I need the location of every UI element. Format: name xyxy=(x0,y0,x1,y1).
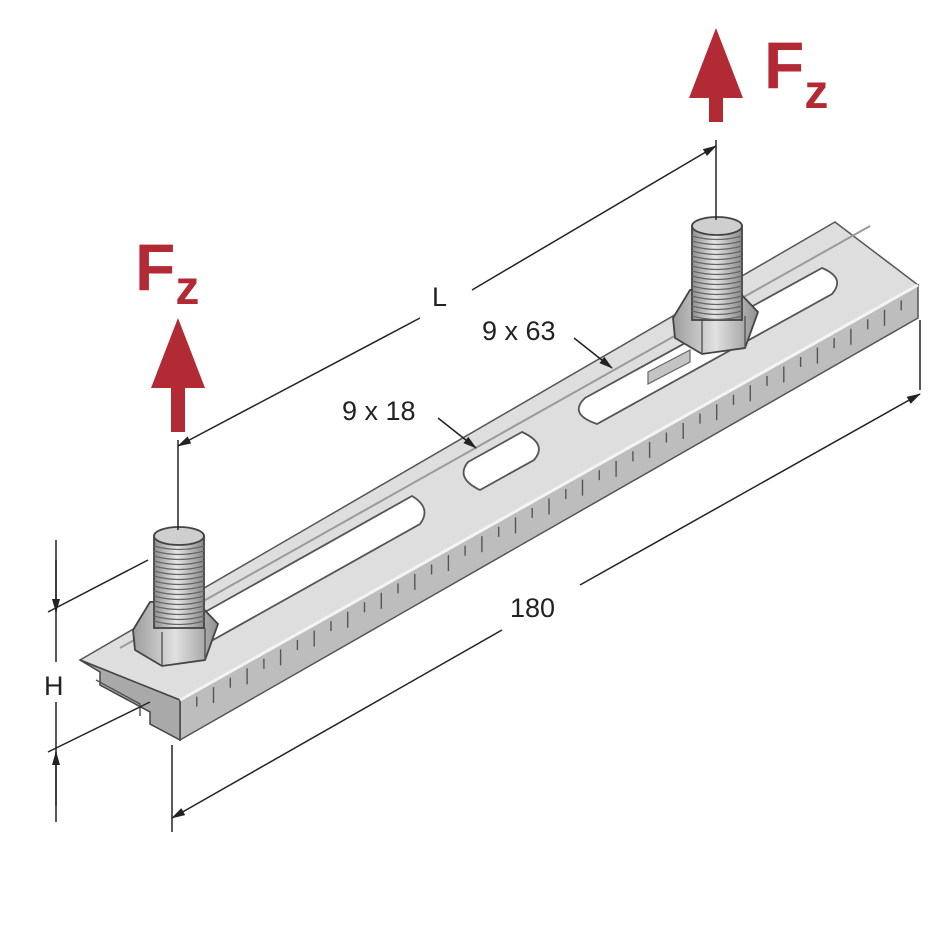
dim-line-180-right xyxy=(579,393,921,586)
bolt-thread xyxy=(691,265,743,271)
arrow-up-icon xyxy=(151,318,205,432)
bolt-thread xyxy=(153,570,205,576)
bolt-thread xyxy=(691,270,743,276)
bolt-thread xyxy=(691,290,743,296)
rail-channel-profile xyxy=(79,659,181,742)
bolt-thread xyxy=(691,235,743,241)
bolt-thread xyxy=(691,310,743,316)
rail-tick-marks xyxy=(196,300,902,707)
leader-slot-long xyxy=(573,337,613,369)
dim-label-slot-long: 9 x 63 xyxy=(482,316,556,346)
bolt-thread xyxy=(153,545,205,551)
bolt-thread xyxy=(153,550,205,556)
force-subscript-right: z xyxy=(804,66,828,119)
force-label-left: Fz xyxy=(135,230,199,315)
bolt-thread xyxy=(153,605,205,611)
dim-line-l-left xyxy=(177,317,421,447)
force-label-right: Fz xyxy=(764,28,828,119)
bolt-thread xyxy=(691,305,743,311)
bolt-thread xyxy=(153,600,205,606)
force-symbol-right: F xyxy=(764,28,804,102)
bolt-thread xyxy=(153,555,205,561)
bolt-thread xyxy=(153,590,205,596)
force-arrow-right: Fz xyxy=(689,28,828,122)
bolt-thread xyxy=(153,585,205,591)
bolt-thread xyxy=(153,595,205,601)
dim-label-height: H xyxy=(44,671,64,701)
force-arrow-left: Fz xyxy=(135,230,205,432)
bolt-thread xyxy=(691,300,743,306)
bolt-thread xyxy=(691,245,743,251)
dim-label-l: L xyxy=(432,282,447,312)
arrow-up-icon xyxy=(689,28,743,122)
dim-label-total: 180 xyxy=(510,593,555,623)
bolt-thread xyxy=(691,240,743,246)
bolt-thread xyxy=(691,295,743,301)
bolt-thread xyxy=(153,565,205,571)
dim-label-slot-short: 9 x 18 xyxy=(342,396,416,426)
dim-line-l-right xyxy=(471,145,717,291)
bolt-thread xyxy=(153,615,205,621)
bolt-thread xyxy=(691,275,743,281)
dimension-lines xyxy=(47,140,921,832)
bolt-thread xyxy=(691,315,743,321)
bolt-thread xyxy=(153,610,205,616)
bolt-thread xyxy=(153,575,205,581)
bolt-right xyxy=(672,216,760,355)
bolt-thread xyxy=(153,580,205,586)
force-symbol-left: F xyxy=(135,230,175,304)
dim-line-180-left xyxy=(171,629,503,819)
force-subscript-left: z xyxy=(175,262,199,315)
slot-short xyxy=(462,430,540,492)
bolt-thread xyxy=(691,280,743,286)
bolt-thread xyxy=(691,260,743,266)
bolt-thread xyxy=(691,285,743,291)
bolt-thread xyxy=(153,620,205,626)
bolt-thread xyxy=(153,560,205,566)
bolt-left xyxy=(132,526,220,667)
bolt-thread xyxy=(691,250,743,256)
leader-slot-short xyxy=(437,417,477,449)
bolt-thread xyxy=(691,255,743,261)
